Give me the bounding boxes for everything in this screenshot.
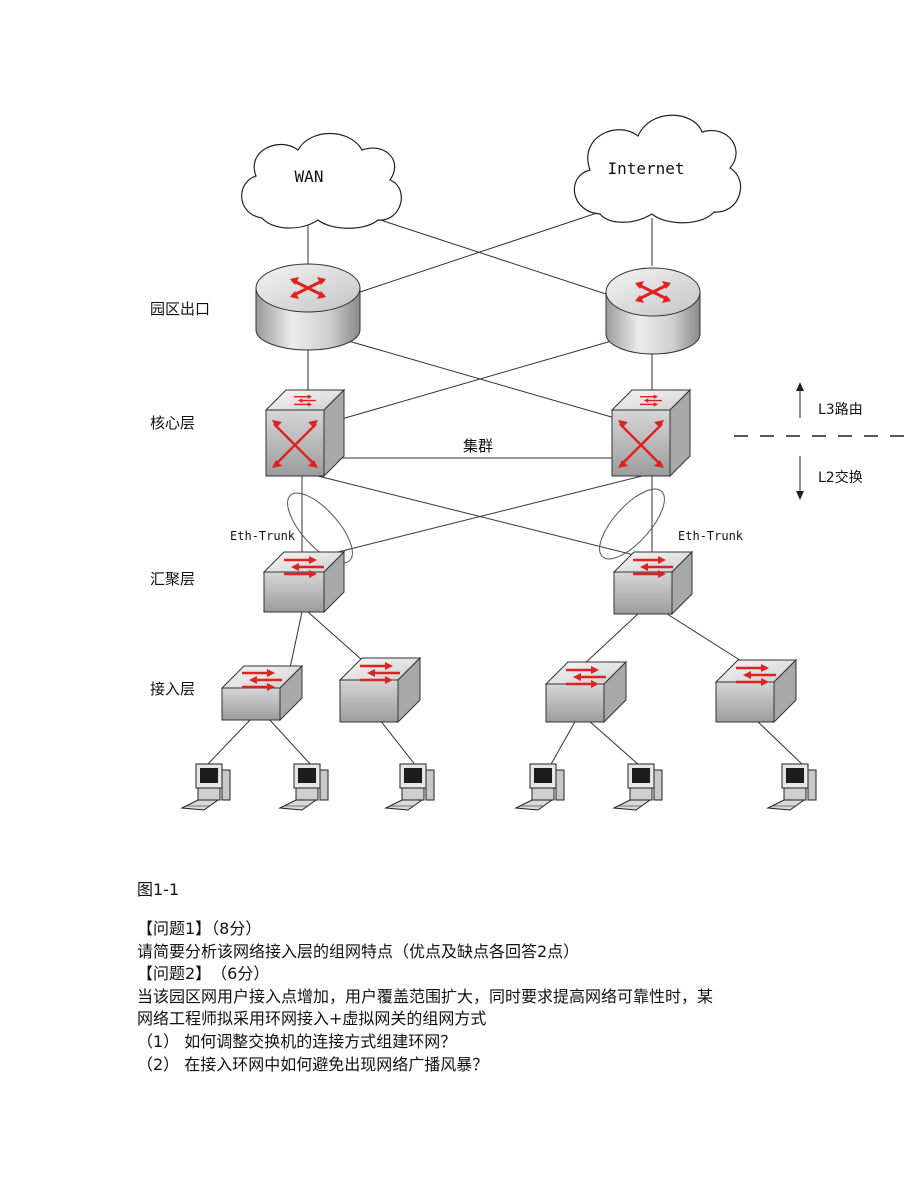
pc-icon-1 bbox=[181, 763, 231, 811]
l3-routing-label: L3路由 bbox=[818, 402, 863, 418]
question-2-text-line-1: 当该园区网用户接入点增加，用户覆盖范围扩大，同时要求提高网络可靠性时，某 bbox=[137, 986, 714, 1006]
eth-trunk-right-ring bbox=[599, 488, 665, 560]
internet-cloud bbox=[573, 114, 742, 224]
access-switch-3 bbox=[544, 660, 628, 724]
aggregation-switch-right bbox=[612, 550, 694, 616]
question-2-text-line-2: 网络工程师拟采用环网接入+虚拟网关的组网方式 bbox=[137, 1009, 487, 1029]
down-arrow-icon bbox=[796, 491, 804, 500]
pc-icon-6 bbox=[767, 763, 817, 811]
pc-icon-2 bbox=[279, 763, 329, 811]
pc-icon-5 bbox=[613, 763, 663, 811]
layer-label-exit: 园区出口 bbox=[150, 300, 210, 318]
pc-icon-4 bbox=[515, 763, 565, 811]
l2-switching-label: L2交换 bbox=[818, 469, 863, 486]
access-switch-4 bbox=[714, 658, 798, 724]
question-2-sub-1: （1） 如何调整交换机的连接方式组建环网？ bbox=[137, 1031, 457, 1051]
eth-trunk-left-label: Eth-Trunk bbox=[230, 529, 296, 543]
question-section: 【问题1】（8分） 请简要分析该网络接入层的组网特点（优点及缺点各回答2点） 【… bbox=[137, 918, 897, 1076]
wan-label: WAN bbox=[295, 167, 324, 186]
network-topology-diagram: WAN Internet bbox=[150, 114, 904, 811]
aggregation-switch-left bbox=[262, 550, 346, 614]
router-left bbox=[255, 263, 361, 351]
figure-caption: 图1-1 bbox=[137, 880, 180, 899]
layer-label-aggregation: 汇聚层 bbox=[150, 570, 195, 588]
question-1-text: 请简要分析该网络接入层的组网特点（优点及缺点各回答2点） bbox=[137, 941, 580, 961]
question-2-title: 【问题2】 （6分） bbox=[137, 964, 270, 984]
core-switch-left bbox=[264, 388, 346, 478]
access-switch-1 bbox=[220, 664, 304, 722]
access-switch-2 bbox=[338, 656, 422, 724]
up-arrow-icon bbox=[796, 382, 804, 391]
link-lines bbox=[205, 209, 805, 767]
cluster-label: 集群 bbox=[463, 437, 493, 455]
pc-icon-3 bbox=[385, 763, 435, 811]
layer-label-access: 接入层 bbox=[150, 680, 195, 698]
core-switch-right bbox=[610, 388, 692, 478]
wan-cloud bbox=[241, 132, 402, 229]
internet-label: Internet bbox=[607, 159, 684, 178]
question-2-sub-2: （2） 在接入环网中如何避免出现网络广播风暴？ bbox=[137, 1054, 489, 1074]
eth-trunk-right-label: Eth-Trunk bbox=[678, 529, 744, 543]
layer-label-core: 核心层 bbox=[150, 414, 195, 432]
l3-l2-boundary bbox=[734, 382, 904, 500]
eth-trunk-left-ring bbox=[287, 492, 353, 564]
router-right bbox=[605, 267, 701, 355]
question-1-title: 【问题1】（8分） bbox=[137, 919, 262, 938]
